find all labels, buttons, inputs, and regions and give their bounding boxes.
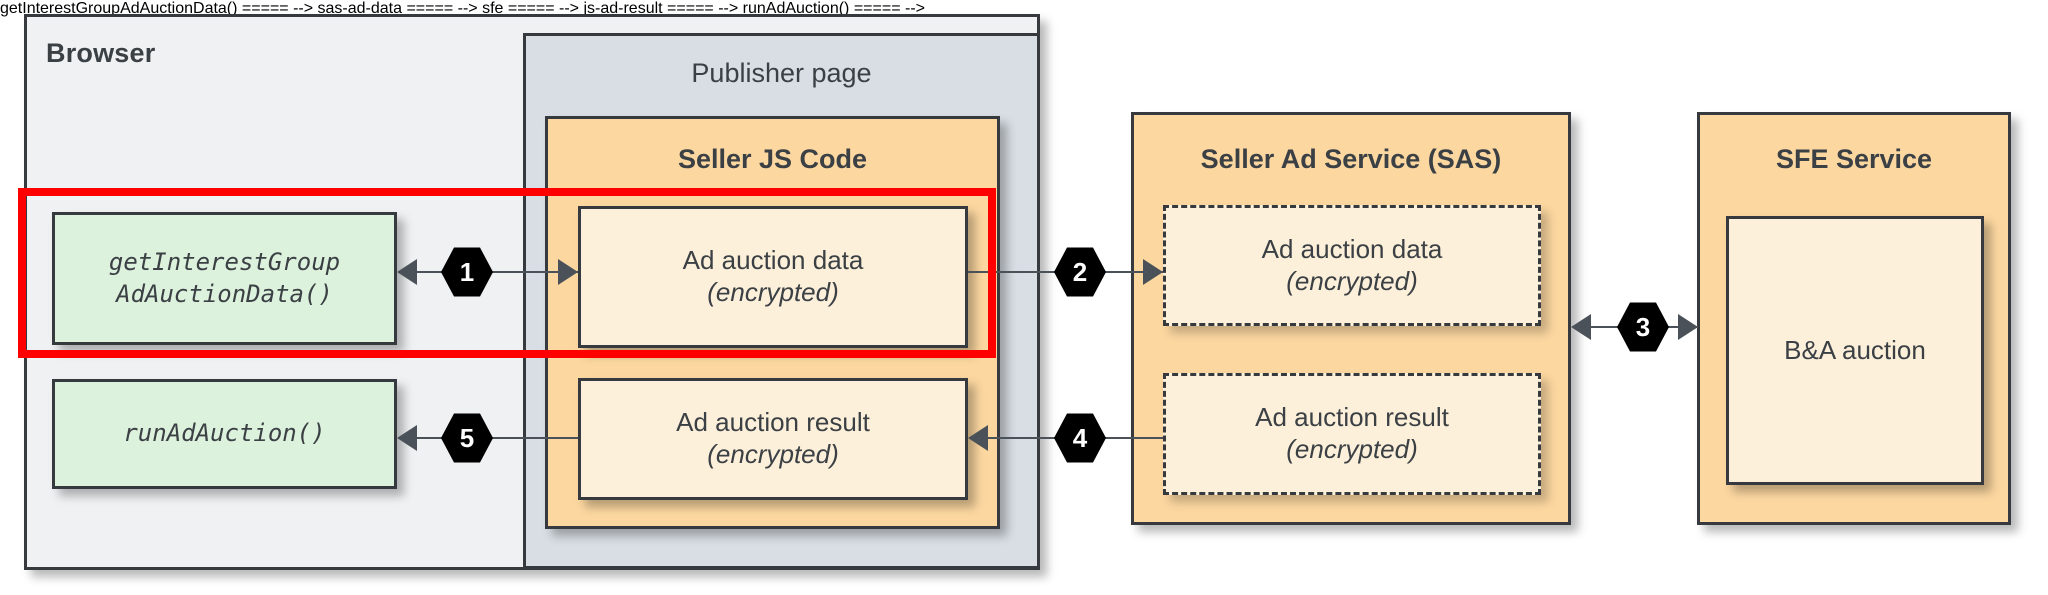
sfe-ba-auction-title: B&A auction xyxy=(1784,334,1926,365)
sas-ad-auction-data-title: Ad auction data xyxy=(1261,233,1443,264)
js-ad-auction-data-subtitle: (encrypted) xyxy=(707,277,839,307)
sas-ad-auction-data-node: Ad auction data (encrypted) xyxy=(1163,205,1541,326)
connector-4-arrowhead-left xyxy=(968,425,988,451)
run-ad-auction-node: runAdAuction() xyxy=(52,379,397,489)
sas-ad-auction-result-subtitle: (encrypted) xyxy=(1286,434,1418,464)
sfe-ba-auction-node: B&A auction xyxy=(1726,216,1984,485)
js-ad-auction-result-node: Ad auction result (encrypted) xyxy=(578,378,968,500)
connector-5-arrowhead-left xyxy=(397,425,417,451)
step-badge-4: 4 xyxy=(1054,413,1106,463)
publisher-page-label: Publisher page xyxy=(691,58,872,88)
step-badge-3: 3 xyxy=(1617,302,1669,352)
connector-1-arrowhead-left xyxy=(397,259,417,285)
connector-3-arrowhead-left xyxy=(1571,314,1591,340)
sfe-service-label: SFE Service xyxy=(1775,144,1933,174)
connector-1-line xyxy=(414,271,578,273)
browser-label: Browser xyxy=(46,38,156,68)
js-ad-auction-result-title: Ad auction result xyxy=(676,407,870,438)
js-ad-auction-data-title: Ad auction data xyxy=(682,245,864,276)
connector-2-arrowhead-right xyxy=(1143,259,1163,285)
sas-ad-auction-result-title: Ad auction result xyxy=(1255,402,1449,433)
connector-5-line xyxy=(414,437,578,439)
seller-js-code-label: Seller JS Code xyxy=(677,144,868,174)
connector-3-arrowhead-right xyxy=(1678,314,1698,340)
connector-1-arrowhead-right xyxy=(558,259,578,285)
sas-ad-auction-result-node: Ad auction result (encrypted) xyxy=(1163,373,1541,495)
js-ad-auction-result-subtitle: (encrypted) xyxy=(707,439,839,469)
js-ad-auction-data-node: Ad auction data (encrypted) xyxy=(578,206,968,348)
sas-ad-auction-data-subtitle: (encrypted) xyxy=(1286,265,1418,296)
get-interest-group-ad-auction-data-node: getInterestGroup AdAuctionData() xyxy=(52,212,397,345)
red-highlight-region xyxy=(18,188,996,358)
seller-ad-service-label: Seller Ad Service (SAS) xyxy=(1200,144,1502,174)
step-badge-2: 2 xyxy=(1054,247,1106,297)
